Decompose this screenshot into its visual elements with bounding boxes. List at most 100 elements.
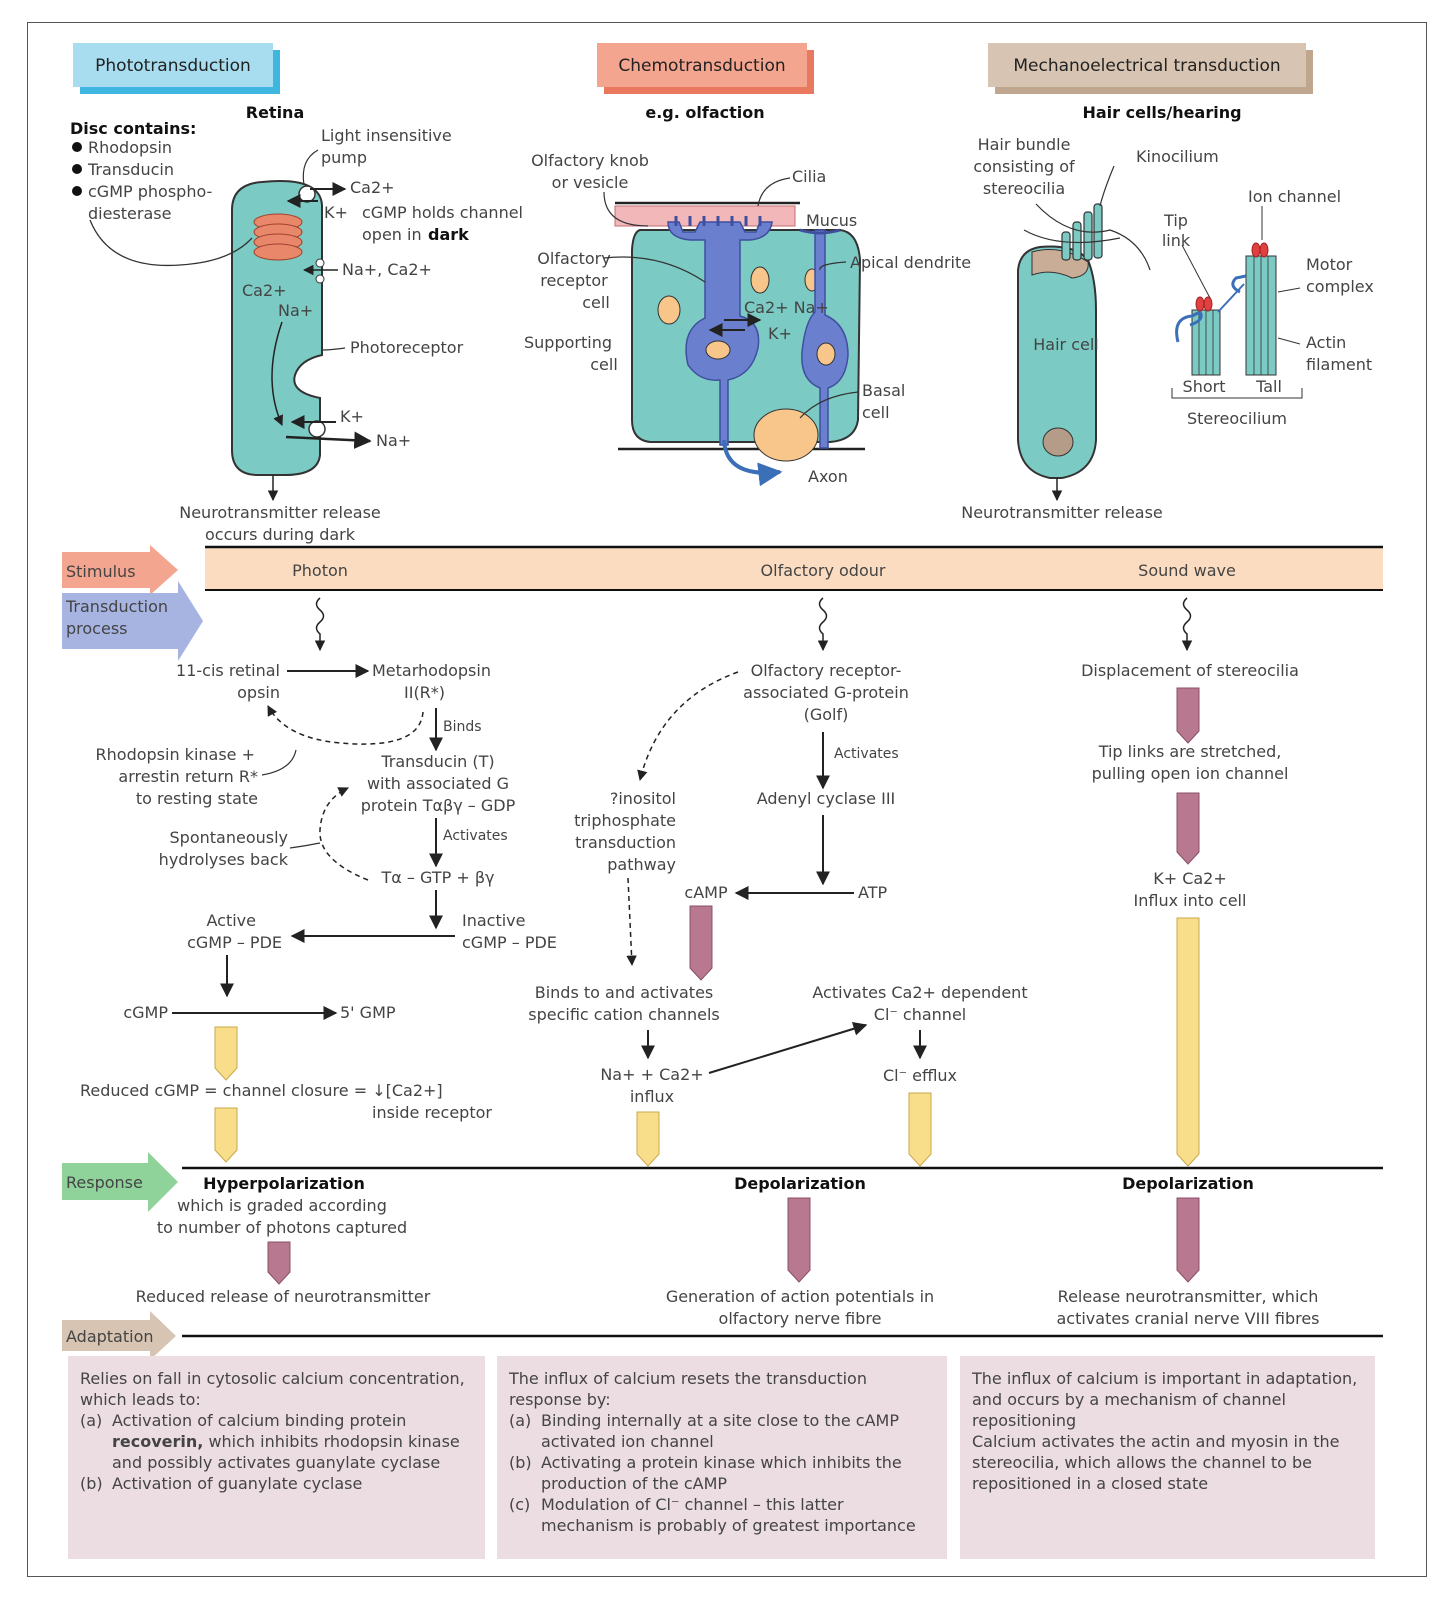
svg-text:complex: complex [1306,277,1374,296]
hair-bundle [1061,203,1103,261]
svg-text:to number of photons captured: to number of photons captured [157,1218,407,1237]
svg-text:Rhodopsin: Rhodopsin [88,138,172,157]
svg-text:Tip: Tip [1163,211,1188,230]
svg-text:Hair cell: Hair cell [1033,335,1098,354]
svg-text:cGMP – PDE: cGMP – PDE [462,933,557,952]
svg-text:cGMP holds channel: cGMP holds channel [362,203,523,222]
svg-text:Cilia: Cilia [792,167,826,186]
adaptation-chemo-box: The influx of calcium resets the transdu… [497,1356,947,1559]
svg-text:Stereocilium: Stereocilium [1187,409,1287,428]
photo-transduction-flow: 11-cis retinal opsin Metarhodopsin II(R*… [80,661,557,1163]
svg-text:olfactory nerve fibre: olfactory nerve fibre [719,1309,882,1328]
olfaction-title: e.g. olfaction [645,103,764,122]
svg-text:Stimulus: Stimulus [66,562,136,581]
figure-frame [27,22,1427,1577]
stimulus-odour: Olfactory odour [761,561,886,580]
svg-text:Phototransduction: Phototransduction [95,56,251,76]
svg-text:Mucus: Mucus [806,211,857,230]
svg-text:Chemotransduction: Chemotransduction [618,56,785,76]
svg-text:pathway: pathway [607,855,676,874]
svg-text:Release neurotransmitter, whic: Release neurotransmitter, which [1058,1287,1319,1306]
svg-text:Tall: Tall [1255,377,1282,396]
svg-text:Photoreceptor: Photoreceptor [350,338,464,357]
photo-response: Hyperpolarization which is graded accord… [136,1174,431,1306]
svg-text:Apical dendrite: Apical dendrite [850,253,971,272]
svg-text:cell: cell [862,403,890,422]
svg-text:Light insensitive: Light insensitive [321,126,452,145]
svg-text:Tα – GTP + βγ: Tα – GTP + βγ [381,868,495,887]
svg-text:Neurotransmitter release: Neurotransmitter release [179,503,381,522]
svg-text:11-cis retinal: 11-cis retinal [176,661,280,680]
svg-text:K+: K+ [768,324,792,343]
svg-text:receptor: receptor [540,271,608,290]
label-adaptation: Adaptation [62,1311,176,1360]
olfaction-illustration: e.g. olfaction Olfactory knob or vesicle… [524,103,971,487]
header-chemotransduction: Chemotransduction [597,43,814,94]
svg-text:?inositol: ?inositol [610,789,676,808]
svg-text:Depolarization: Depolarization [734,1174,866,1193]
mech-transduction-flow: Displacement of stereocilia Tip links ar… [1081,661,1299,1167]
svg-text:influx: influx [630,1087,674,1106]
svg-text:associated G-protein: associated G-protein [743,683,909,702]
svg-text:Adenyl cyclase III: Adenyl cyclase III [757,789,896,808]
svg-text:ATP: ATP [858,883,887,902]
svg-text:Spontaneously: Spontaneously [170,828,288,847]
svg-text:stereocilia: stereocilia [983,179,1065,198]
svg-text:Activates: Activates [834,746,899,762]
svg-text:pump: pump [321,148,367,167]
svg-text:specific cation channels: specific cation channels [528,1005,720,1024]
svg-text:Axon: Axon [808,467,848,486]
adaptation-photo-box: Relies on fall in cytosolic calcium conc… [68,1356,485,1559]
svg-text:Actin: Actin [1306,333,1346,352]
header-phototransduction: Phototransduction [73,43,280,94]
svg-text:Hyperpolarization: Hyperpolarization [203,1174,365,1193]
svg-text:Olfactory: Olfactory [537,249,610,268]
hair-cell-illustration: Hair cells/hearing Hair bundle consistin… [961,103,1374,522]
svg-text:process: process [66,619,127,638]
svg-text:Neurotransmitter release: Neurotransmitter release [961,503,1163,522]
svg-text:Influx into cell: Influx into cell [1134,891,1247,910]
svg-text:5' GMP: 5' GMP [340,1003,396,1022]
svg-text:Inactive: Inactive [462,911,526,930]
svg-text:Transducin: Transducin [87,160,174,179]
chemo-transduction-flow: Olfactory receptor- associated G-protein… [528,661,1028,1167]
svg-text:K+ Ca2+: K+ Ca2+ [1153,869,1227,888]
svg-text:K+: K+ [340,407,364,426]
disc-contains-title: Disc contains: [70,119,196,138]
svg-text:Mechanoelectrical transduction: Mechanoelectrical transduction [1013,56,1280,76]
svg-text:Binds: Binds [443,719,482,735]
hair-cells-title: Hair cells/hearing [1082,103,1241,122]
retina-title: Retina [246,103,305,122]
svg-text:Ca2+: Ca2+ [350,178,395,197]
svg-text:cAMP: cAMP [684,883,728,902]
label-transduction: Transduction process [62,581,203,661]
photoreceptor-illustration: Retina Disc contains: Rhodopsin Transduc… [70,103,523,544]
svg-text:Metarhodopsin: Metarhodopsin [372,661,491,680]
svg-text:which is graded according: which is graded according [177,1196,387,1215]
svg-text:Displacement of stereocilia: Displacement of stereocilia [1081,661,1299,680]
svg-text:Activates Ca2+ dependent: Activates Ca2+ dependent [812,983,1027,1002]
svg-text:transduction: transduction [575,833,676,852]
svg-text:Na+: Na+ [278,301,313,320]
svg-text:Olfactory knob: Olfactory knob [531,151,649,170]
svg-text:Basal: Basal [862,381,905,400]
svg-text:hydrolyses back: hydrolyses back [159,850,289,869]
svg-text:cGMP phospho-: cGMP phospho- [88,182,212,201]
svg-text:opsin: opsin [237,683,280,702]
svg-text:arrestin return R*: arrestin return R* [118,767,258,786]
svg-text:Short: Short [1183,377,1226,396]
svg-text:Binds to and activates: Binds to and activates [535,983,714,1002]
svg-text:Activates: Activates [443,828,508,844]
svg-text:protein Tαβγ – GDP: protein Tαβγ – GDP [361,796,516,815]
svg-text:activates cranial nerve VIII f: activates cranial nerve VIII fibres [1056,1309,1319,1328]
svg-text:K+: K+ [324,203,348,222]
chemo-response: Depolarization Generation of action pote… [666,1174,934,1328]
svg-text:Generation of action potential: Generation of action potentials in [666,1287,934,1306]
svg-text:Active: Active [207,911,257,930]
svg-text:Depolarization: Depolarization [1122,1174,1254,1193]
stimulus-photon: Photon [292,561,348,580]
svg-text:inside receptor: inside receptor [372,1103,492,1122]
svg-text:Ca2+ Na+: Ca2+ Na+ [744,298,829,317]
svg-text:with associated G: with associated G [367,774,509,793]
svg-text:consisting of: consisting of [973,157,1075,176]
